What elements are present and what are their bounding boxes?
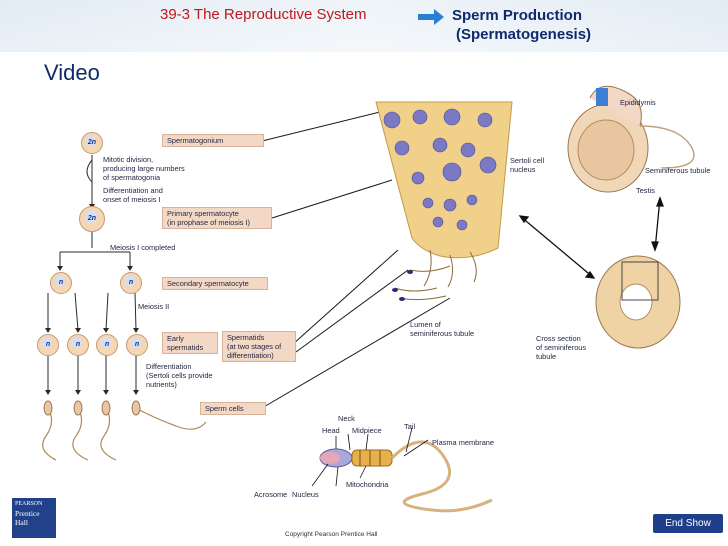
logo-line-1: PEARSON <box>15 501 43 507</box>
early-spermatid-cell: n <box>96 334 118 356</box>
sperm-cells-label: Sperm cells <box>200 402 266 415</box>
neck-label: Neck <box>338 414 355 423</box>
differentiation-meiosis-label: Differentiation and onset of meiosis I <box>103 186 163 204</box>
testis-label: Testis <box>636 186 655 195</box>
meiosis-1-completed-label: Meiosis I completed <box>110 243 176 252</box>
meiosis-2-label: Meiosis II <box>138 302 170 311</box>
section-title: 39-3 The Reproductive System <box>160 6 367 23</box>
mitotic-division-label: Mitotic division, producing large number… <box>103 155 185 182</box>
early-spermatid-cell: n <box>67 334 89 356</box>
copyright-text: Copyright Pearson Prentice Hall <box>285 531 378 538</box>
spermatogonium-cell: 2n <box>81 132 103 154</box>
page-title: Sperm Production (Spermatogenesis) <box>452 6 591 44</box>
title-line-1: Sperm Production <box>452 7 583 24</box>
epididymis-label: Epididymis <box>620 98 656 107</box>
mitochondria-label: Mitochondria <box>346 480 389 489</box>
differentiation-sertoli-label: Differentiation (Sertoli cells provide n… <box>146 362 213 389</box>
early-spermatids-label: Early spermatids <box>162 332 218 354</box>
cross-section-label: Cross section of seminiferous tubule <box>536 334 587 361</box>
sertoli-nucleus-label: Sertoli cell nucleus <box>510 156 545 174</box>
spermatogonium-label: Spermatogonium <box>162 134 264 147</box>
logo-line-2: Prentice <box>15 509 40 518</box>
logo-line-3: Hall <box>15 518 28 527</box>
publisher-logo: PEARSON Prentice Hall <box>12 498 56 538</box>
acrosome-label: Acrosome <box>254 490 288 499</box>
nucleus-label: Nucleus <box>292 490 319 499</box>
lumen-label: Lumen of seminiferous tubule <box>410 320 475 338</box>
early-spermatid-cell: n <box>37 334 59 356</box>
header-band <box>0 0 728 52</box>
seminiferous-tubule-label: Seminiferous tubule <box>645 166 711 175</box>
head-label: Head <box>322 426 340 435</box>
video-link[interactable]: Video <box>44 60 100 85</box>
plasma-membrane-label: Plasma membrane <box>432 438 495 447</box>
secondary-spermatocyte-label: Secondary spermatocyte <box>162 277 268 290</box>
primary-spermatocyte-cell: 2n <box>79 206 105 232</box>
early-spermatid-cell: n <box>126 334 148 356</box>
title-line-2: (Spermatogenesis) <box>456 26 592 43</box>
spermatids-label: Spermatids (at two stages of differentia… <box>222 331 296 362</box>
end-show-button[interactable]: End Show <box>653 514 723 533</box>
midpiece-label: Midpiece <box>352 426 382 435</box>
secondary-spermatocyte-cell: n <box>50 272 72 294</box>
primary-spermatocyte-label: Primary spermatocyte (in prophase of mei… <box>162 207 272 229</box>
tail-label: Tail <box>404 422 416 431</box>
secondary-spermatocyte-cell: n <box>120 272 142 294</box>
